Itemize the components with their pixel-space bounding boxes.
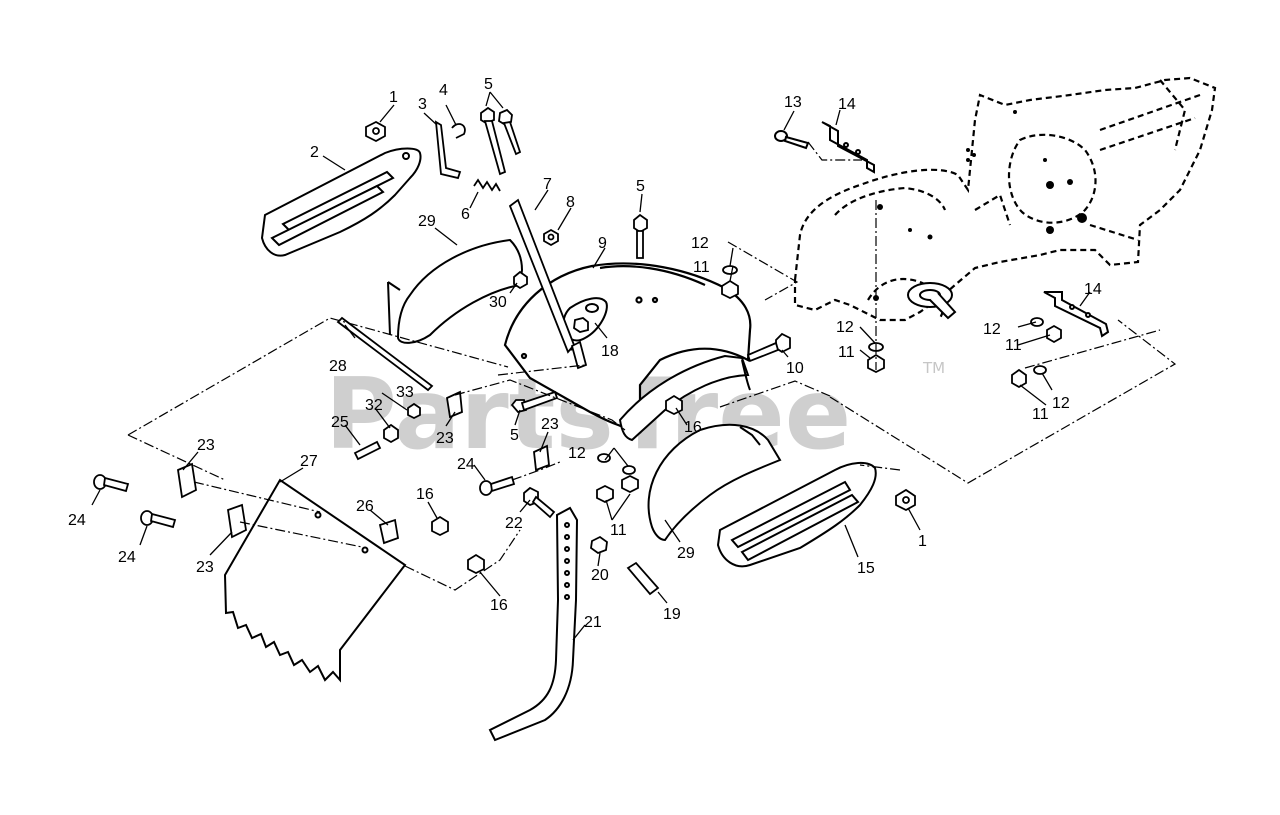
callout-23: 23 <box>196 559 214 576</box>
callout-12: 12 <box>1052 395 1070 412</box>
callout-24: 24 <box>457 456 475 473</box>
callout-12: 12 <box>983 321 1001 338</box>
callout-4: 4 <box>439 82 448 99</box>
callout-15: 15 <box>857 560 875 577</box>
callout-33: 33 <box>396 384 414 401</box>
callout-29: 29 <box>418 213 436 230</box>
callout-23: 23 <box>436 430 454 447</box>
transmission-housing-details <box>873 110 1087 301</box>
callout-13: 13 <box>784 94 802 111</box>
part-13-bolt <box>774 130 810 150</box>
callout-22: 22 <box>505 515 523 532</box>
callout-11: 11 <box>1032 406 1049 423</box>
callout-25: 25 <box>331 414 349 431</box>
callout-6: 6 <box>461 206 470 223</box>
callout-28: 28 <box>329 358 347 375</box>
callout-10: 10 <box>786 360 804 377</box>
callout-23: 23 <box>197 437 215 454</box>
callout-3: 3 <box>418 96 427 113</box>
callout-27: 27 <box>300 453 318 470</box>
callout-30: 30 <box>489 294 507 311</box>
part-10-hood-flap <box>618 354 751 442</box>
callout-5: 5 <box>510 427 519 444</box>
part-29-left-hood-panel <box>387 238 524 344</box>
callout-29: 29 <box>677 545 695 562</box>
callout-18: 18 <box>601 343 619 360</box>
part-2-side-shield <box>260 147 422 257</box>
assembly-lines <box>127 141 1177 591</box>
callout-8: 8 <box>566 194 575 211</box>
part-15-side-shield <box>716 462 877 568</box>
callout-1: 1 <box>918 533 927 550</box>
part-27-drag-bar <box>223 478 407 683</box>
hardware-parts <box>93 106 1062 596</box>
callout-2: 2 <box>310 144 319 161</box>
callout-9: 9 <box>598 235 607 252</box>
transmission-housing <box>793 76 1217 322</box>
part-14-bracket-right <box>1043 291 1110 338</box>
callout-19: 19 <box>663 606 681 623</box>
callout-labels: 1 1 2 3 4 5 5 5 6 7 8 9 10 11 11 11 11 1… <box>68 76 1102 631</box>
part-14-bracket-top <box>821 121 875 174</box>
callout-11: 11 <box>838 344 855 361</box>
callout-16: 16 <box>684 419 702 436</box>
callout-11: 11 <box>610 522 627 539</box>
leader-lines <box>91 91 1091 641</box>
callout-20: 20 <box>591 567 609 584</box>
callout-32: 32 <box>365 397 383 414</box>
callout-16: 16 <box>416 486 434 503</box>
callout-5: 5 <box>484 76 493 93</box>
callout-5: 5 <box>636 178 645 195</box>
callout-24: 24 <box>68 512 86 529</box>
watermark-trademark: TM <box>922 359 945 377</box>
callout-26: 26 <box>356 498 374 515</box>
callout-12: 12 <box>691 235 709 252</box>
callout-12: 12 <box>836 319 854 336</box>
part-21-depth-bar <box>488 506 579 742</box>
callout-7: 7 <box>543 176 552 193</box>
callout-14: 14 <box>838 96 856 113</box>
callout-14: 14 <box>1084 281 1102 298</box>
callout-11: 11 <box>693 259 710 276</box>
callout-23: 23 <box>541 416 559 433</box>
transmission-shaft <box>907 282 957 320</box>
callout-1: 1 <box>389 89 398 106</box>
callout-16: 16 <box>490 597 508 614</box>
callout-21: 21 <box>584 614 602 631</box>
part-29-right-hood-panel <box>647 423 782 542</box>
part-9-main-hood <box>503 262 752 434</box>
callout-24: 24 <box>118 549 136 566</box>
callout-11: 11 <box>1005 337 1022 354</box>
callout-12: 12 <box>568 445 586 462</box>
